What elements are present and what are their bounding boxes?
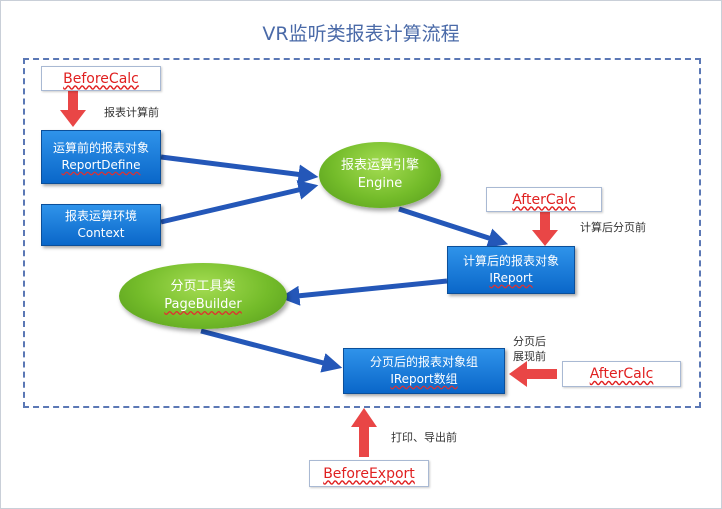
ellipse-engine: 报表运算引擎 Engine	[319, 142, 441, 208]
note-after-page-line2: 展现前	[513, 350, 546, 363]
hook-arrow-before-export	[351, 408, 377, 457]
flow-arrow-reportdefine-to-engine	[160, 154, 319, 185]
box-report-define-line1: 运算前的报表对象	[52, 141, 149, 155]
ellipse-page-builder: 分页工具类 PageBuilder	[119, 263, 287, 329]
box-context-line2: Context	[77, 226, 125, 240]
ellipse-engine-line2: Engine	[357, 176, 403, 191]
hook-before-calc-label: BeforeCalc	[63, 70, 139, 87]
hook-after-calc-1: AfterCalc	[486, 187, 602, 212]
box-report-define: 运算前的报表对象 ReportDefine	[41, 130, 161, 184]
box-ireport-line1: 计算后的报表对象	[462, 254, 559, 268]
flow-arrow-engine-to-ireport	[398, 206, 509, 248]
hook-arrow-after-calc-1	[532, 212, 558, 246]
note-after-page-line1: 分页后	[513, 335, 546, 348]
hook-after-calc-1-label: AfterCalc	[512, 191, 576, 208]
flow-arrow-pagebuilder-to-group	[200, 328, 343, 373]
flow-arrow-context-to-engine	[160, 180, 319, 225]
hook-after-calc-2: AfterCalc	[562, 361, 681, 387]
box-ireport-line2: IReport	[489, 271, 533, 285]
diagram-title: VR监听类报表计算流程	[262, 23, 460, 45]
box-ireport-group: 分页后的报表对象组 IReport数组	[343, 348, 505, 394]
hook-arrow-before-calc	[60, 91, 86, 127]
ellipse-page-builder-line2: PageBuilder	[164, 297, 242, 312]
box-context-line1: 报表运算环境	[64, 209, 137, 223]
note-print-export: 打印、导出前	[391, 431, 457, 444]
hook-before-calc: BeforeCalc	[41, 66, 161, 91]
hook-arrow-after-calc-2	[509, 361, 557, 387]
box-report-define-line2: ReportDefine	[61, 158, 141, 172]
note-after-page: 分页后 展现前	[513, 334, 546, 364]
hook-before-export-label: BeforeExport	[323, 465, 415, 482]
note-before-calc: 报表计算前	[104, 106, 159, 119]
box-context: 报表运算环境 Context	[41, 204, 161, 246]
hook-before-export: BeforeExport	[309, 460, 429, 487]
note-after-calc: 计算后分页前	[580, 221, 646, 234]
ellipse-engine-line1: 报表运算引擎	[340, 158, 419, 173]
hook-after-calc-2-label: AfterCalc	[589, 366, 654, 382]
box-ireport-group-line2: IReport数组	[390, 372, 458, 386]
box-ireport-group-line1: 分页后的报表对象组	[369, 355, 478, 369]
ellipse-page-builder-line1: 分页工具类	[170, 279, 236, 294]
flow-arrow-ireport-to-pagebuilder	[279, 278, 448, 306]
listener-scope-frame	[23, 58, 701, 408]
box-ireport: 计算后的报表对象 IReport	[447, 246, 575, 294]
